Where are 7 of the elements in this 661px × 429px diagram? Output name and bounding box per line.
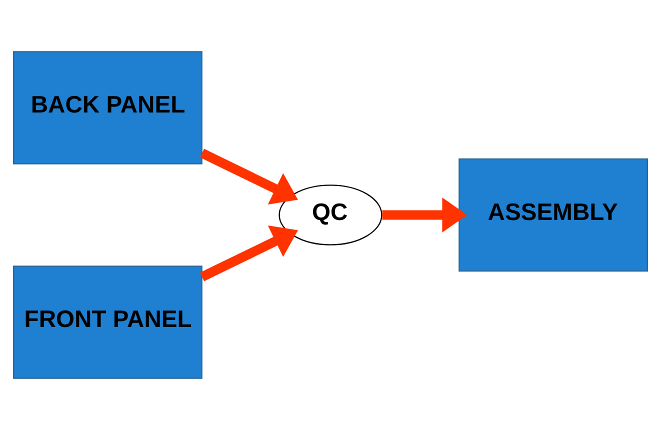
arrow [382, 197, 468, 232]
node-box: FRONT PANEL [12, 265, 202, 378]
node-box: ASSEMBLY [458, 158, 648, 272]
node-box: BACK PANEL [12, 50, 202, 164]
arrow [200, 148, 298, 204]
arrow [200, 224, 298, 281]
node-ellipse: QC [278, 184, 382, 245]
